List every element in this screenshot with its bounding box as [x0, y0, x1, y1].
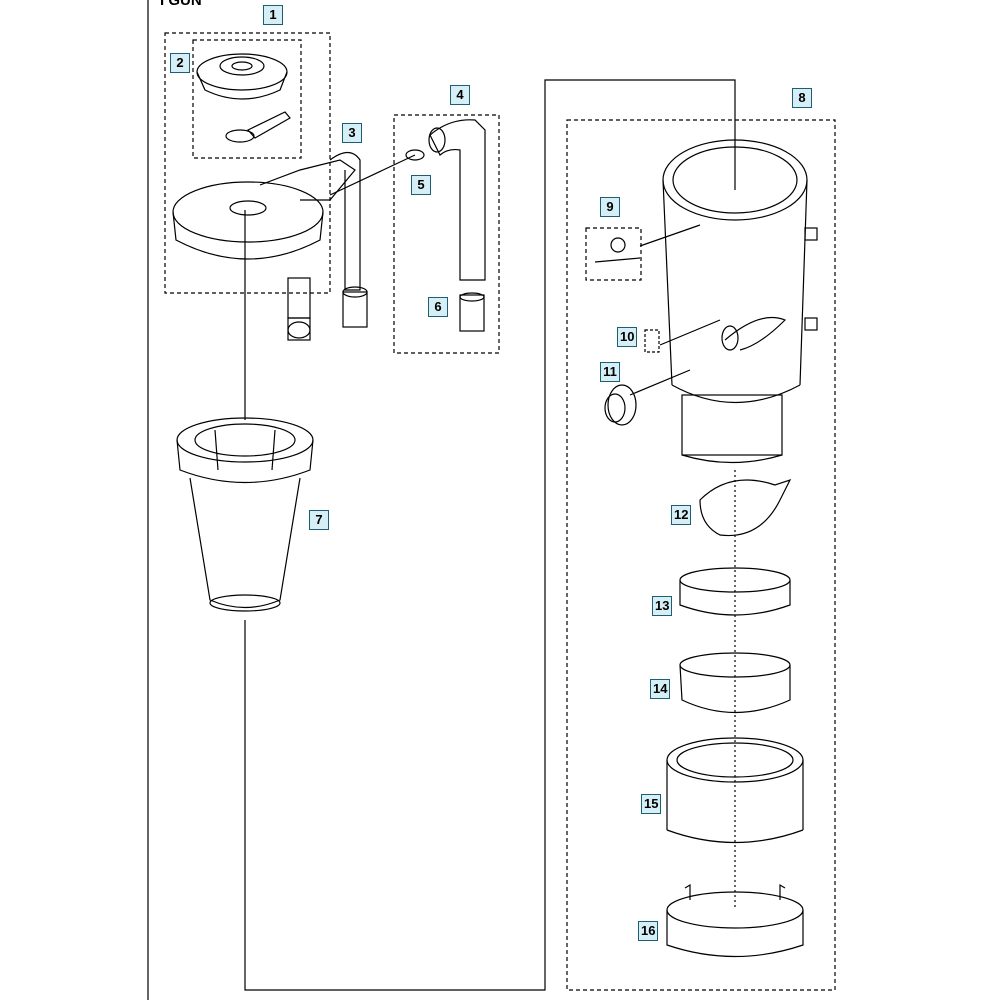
- elbow-pipe-part-4: [428, 119, 486, 281]
- callout-12: 12: [671, 505, 692, 525]
- group-box-10: [644, 329, 660, 353]
- cone-filter-part-7: [176, 417, 314, 612]
- lid-part-1: [172, 159, 356, 260]
- valve-part-11: [604, 369, 691, 426]
- callout-16: 16: [638, 921, 659, 941]
- callout-10: 10: [617, 327, 638, 347]
- latch-part-2: [225, 111, 291, 143]
- callout-5: 5: [411, 175, 431, 195]
- assembly-connector-line: [244, 79, 736, 991]
- group-box-4: [393, 114, 500, 354]
- group-box-9: [585, 227, 642, 281]
- leader-part-5: [329, 154, 416, 196]
- callout-3: 3: [342, 123, 362, 143]
- bracket-part-9: [594, 224, 701, 263]
- callout-11: 11: [600, 362, 620, 382]
- callout-7: 7: [309, 510, 329, 530]
- callout-9: 9: [600, 197, 620, 217]
- page-title: I GUN: [160, 0, 202, 9]
- callout-8: 8: [792, 88, 812, 108]
- cylinder-housing-part-8: [662, 139, 818, 464]
- ring-part-5: [405, 149, 425, 161]
- callout-1: 1: [263, 5, 283, 25]
- cap-part-2: [196, 53, 288, 100]
- callout-4: 4: [450, 85, 470, 105]
- group-box-2: [192, 39, 302, 159]
- leader-part-10: [659, 319, 721, 346]
- callout-14: 14: [650, 679, 671, 699]
- lid-outlet-pipe: [287, 277, 311, 341]
- plate-part-12: [699, 478, 792, 537]
- callout-2: 2: [170, 53, 190, 73]
- callout-6: 6: [428, 297, 448, 317]
- callout-15: 15: [641, 794, 662, 814]
- pipe-part-3: [329, 151, 368, 328]
- coupling-part-6: [459, 292, 485, 332]
- group-box-8: [566, 119, 836, 991]
- callout-13: 13: [652, 596, 673, 616]
